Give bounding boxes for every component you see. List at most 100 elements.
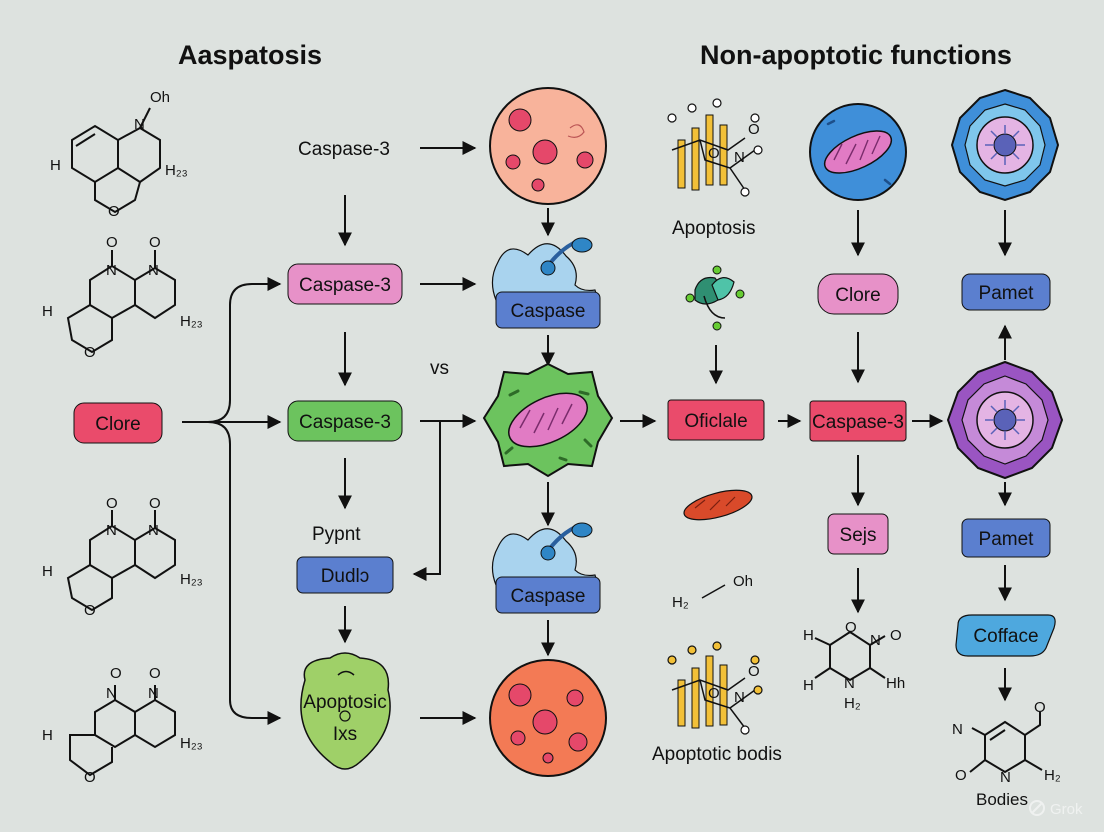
molr1-h2: H [803, 677, 814, 694]
molecule-4 [69, 685, 176, 777]
mol2-o2: O [149, 234, 161, 251]
sejs-box [827, 513, 889, 555]
dudl-box [296, 556, 394, 594]
caspase3-top-label: Caspase-3 [298, 139, 390, 160]
cell-purple-nucleus [946, 360, 1064, 480]
helix1-n: N [734, 149, 745, 166]
clore-box-right-label: Clore [835, 285, 880, 306]
mol3-h: H [42, 563, 53, 580]
caspase-box-mid-2-label: Caspase [511, 586, 586, 607]
caspase3-box-green-label: Caspase-3 [299, 412, 391, 433]
mol3-o2: O [149, 495, 161, 512]
red-mitochondrion [683, 489, 753, 521]
caspase-box-mid-1 [495, 291, 601, 329]
left-title: Aaspatosis [178, 40, 322, 70]
protein-blob-1 [491, 237, 599, 301]
helix2-o2: O [748, 663, 760, 680]
molr2-h2: H₂ [1044, 767, 1061, 784]
branch-connector [182, 277, 282, 725]
molr1-n: N [870, 632, 881, 649]
molecule-right-1 [814, 630, 886, 682]
apoptosic-blob [300, 652, 391, 770]
pypnt-label: Pypnt [312, 524, 361, 545]
sejs-box-label: Sejs [840, 525, 877, 546]
mol3-o: O [84, 602, 96, 619]
h2-oh-bond [701, 584, 726, 599]
mol1-n: N [134, 116, 145, 133]
apoptotic-bodis-label: Apoptotic bodis [652, 744, 782, 765]
cofface-box-label: Cofface [973, 626, 1038, 647]
molecule-2 [66, 250, 176, 354]
pamet-box-2 [961, 518, 1051, 558]
helix2-o: O [708, 685, 720, 702]
clore-box-right [817, 273, 899, 315]
caspase-box-mid-2 [495, 576, 601, 614]
apoptosic-label-2: Ixs [333, 724, 357, 745]
molr1-o2: O [890, 627, 902, 644]
cofface-box [955, 614, 1056, 657]
mol3-h23: H₂₃ [180, 571, 203, 588]
mol4-n1: N [106, 685, 117, 702]
mol2-h: H [42, 303, 53, 320]
grok-watermark-text: Grok [1050, 801, 1083, 818]
mol2-o: O [84, 344, 96, 361]
molr1-hh: Hh [886, 675, 905, 692]
molr1-h2b: H₂ [844, 695, 861, 712]
mol4-o: O [84, 769, 96, 786]
molr2-o2: O [955, 767, 967, 784]
mol3-n2: N [148, 522, 159, 539]
oficlale-box-label: Oficlale [684, 411, 747, 432]
caspase-box-mid-1-label: Caspase [511, 301, 586, 322]
caspase3-box-green [287, 400, 403, 442]
mol1-oh: Oh [150, 89, 170, 106]
helix-structure-1 [667, 98, 763, 197]
molecule-1 [71, 107, 161, 214]
grok-watermark: Grok [1029, 800, 1083, 818]
apoptosic-label-1: Apoptosic [303, 692, 386, 713]
right-title: Non-apoptotic functions [700, 40, 1012, 70]
helix1-o2: O [748, 121, 760, 138]
cell-blue-mitochondria [809, 103, 907, 201]
clore-box-left [73, 402, 163, 444]
mol4-h23: H₂₃ [180, 735, 203, 752]
mol4-n2: N [148, 685, 159, 702]
helix1-o: O [708, 145, 720, 162]
molr2-o1: O [1034, 699, 1046, 716]
molr2-n2: N [1000, 769, 1011, 786]
molecule-3 [66, 510, 176, 612]
molecule-teal-cluster [685, 265, 745, 331]
pamet-box-1-label: Pamet [979, 283, 1035, 304]
mol2-n1: N [106, 262, 117, 279]
mol4-o2: O [149, 665, 161, 682]
pamet-box-1 [961, 273, 1051, 311]
mol3-n1: N [106, 522, 117, 539]
mol2-o1: O [106, 234, 118, 251]
dudl-box-label: Dudlↄ [321, 566, 370, 587]
molr1-n2: N [844, 675, 855, 692]
mol2-n2: N [148, 262, 159, 279]
caspase3-box-pink-label: Caspase-3 [299, 275, 391, 296]
mol1-h: H [50, 157, 61, 174]
mol1-h23: H₂₃ [165, 162, 188, 179]
mol2-h23: H₂₃ [180, 313, 203, 330]
molr2-n: N [952, 721, 963, 738]
molecule-right-2 [969, 712, 1043, 774]
h2-label: H₂ [672, 594, 689, 611]
apoptosis-label: Apoptosis [672, 218, 755, 239]
mol4-o1: O [110, 665, 122, 682]
arrow-loop-back [412, 420, 441, 581]
pamet-box-2-label: Pamet [979, 529, 1035, 550]
molr1-h: H [803, 627, 814, 644]
caspase3-box-red [809, 400, 907, 442]
mol3-o1: O [106, 495, 118, 512]
oh-label: Oh [733, 573, 753, 590]
cell-blue-nucleus [950, 88, 1060, 202]
vs-label: vs [430, 358, 449, 379]
caspase3-box-red-label: Caspase-3 [812, 412, 904, 433]
cell-top-peach [489, 87, 607, 205]
helix-structure-2 [667, 641, 763, 735]
bodies-label: Bodies [976, 790, 1028, 809]
caspase3-box-pink [287, 263, 403, 305]
clore-box-left-label: Clore [95, 414, 140, 435]
